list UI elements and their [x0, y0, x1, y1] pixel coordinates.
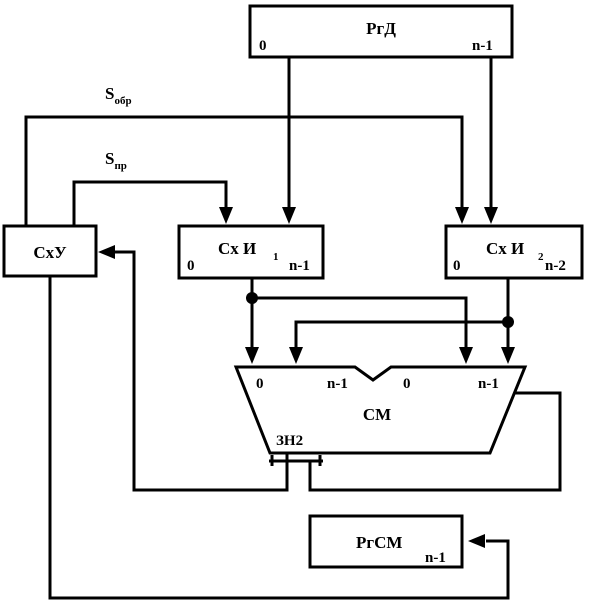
cm-carry-label: ЗН2: [276, 433, 303, 449]
cm-label: СМ: [363, 405, 391, 424]
sxi1-label: Сх И: [218, 239, 256, 258]
wire-s-pr: [72, 180, 228, 226]
sxi2-bit-low: 0: [453, 258, 461, 274]
cm-in-a-high: n-1: [327, 376, 348, 392]
arrow-s-pr: [219, 207, 233, 224]
sxi1-bit-low: 0: [187, 258, 195, 274]
cm-in-b-high: n-1: [478, 376, 499, 392]
arrow-s-obr: [455, 207, 469, 224]
junction-dot-sxi1: [246, 292, 258, 304]
arrow-cm-a-low: [245, 347, 259, 364]
wire-cm-carry-loop: [308, 391, 562, 492]
arrow-cm-b-low: [459, 347, 473, 364]
rgcm-bit-high: n-1: [425, 550, 446, 566]
sxi1-index: 1: [273, 251, 279, 263]
signal-s-pr: Sпр: [105, 149, 127, 172]
arrow-to-sxu: [98, 245, 115, 259]
arrow-to-rgcm: [468, 534, 485, 548]
rgcm-label: РгСМ: [356, 533, 402, 552]
sxu-label: СхУ: [33, 243, 67, 262]
wire-sxi1-branch: [252, 296, 468, 352]
rgd-label: РгД: [366, 19, 396, 38]
sxi1-bit-high: n-1: [289, 258, 310, 274]
wire-sign-to-sxu: [112, 250, 289, 492]
sxi2-bit-high: n-2: [545, 258, 566, 274]
rgd-bit-low: 0: [259, 38, 267, 54]
wire-s-obr: [24, 115, 464, 226]
register-rgcm: [308, 514, 464, 569]
junction-dot-sxi2: [502, 316, 514, 328]
arrow-cm-a-high: [289, 347, 303, 364]
arrow-cm-b-high: [501, 347, 515, 364]
arrow-to-sxi1-from-rgd: [282, 207, 296, 224]
wire-sxi2-branch: [294, 320, 508, 352]
arrow-to-sxi2-from-rgd: [484, 207, 498, 224]
control-block-sxu: [2, 224, 98, 278]
adder-cm: [233, 365, 528, 455]
rgd-bit-high: n-1: [472, 38, 493, 54]
cm-in-a-low: 0: [256, 376, 264, 392]
register-rgd: [248, 4, 514, 59]
sxi2-index: 2: [538, 251, 544, 263]
sxi2-label: Сх И: [486, 239, 524, 258]
signal-s-obr: Sобр: [105, 84, 132, 107]
cm-in-b-low: 0: [403, 376, 411, 392]
and-gate-sxi2: [444, 224, 584, 280]
wire-sxu-to-rgcm: [48, 276, 510, 600]
and-gate-sxi1: [177, 224, 325, 280]
